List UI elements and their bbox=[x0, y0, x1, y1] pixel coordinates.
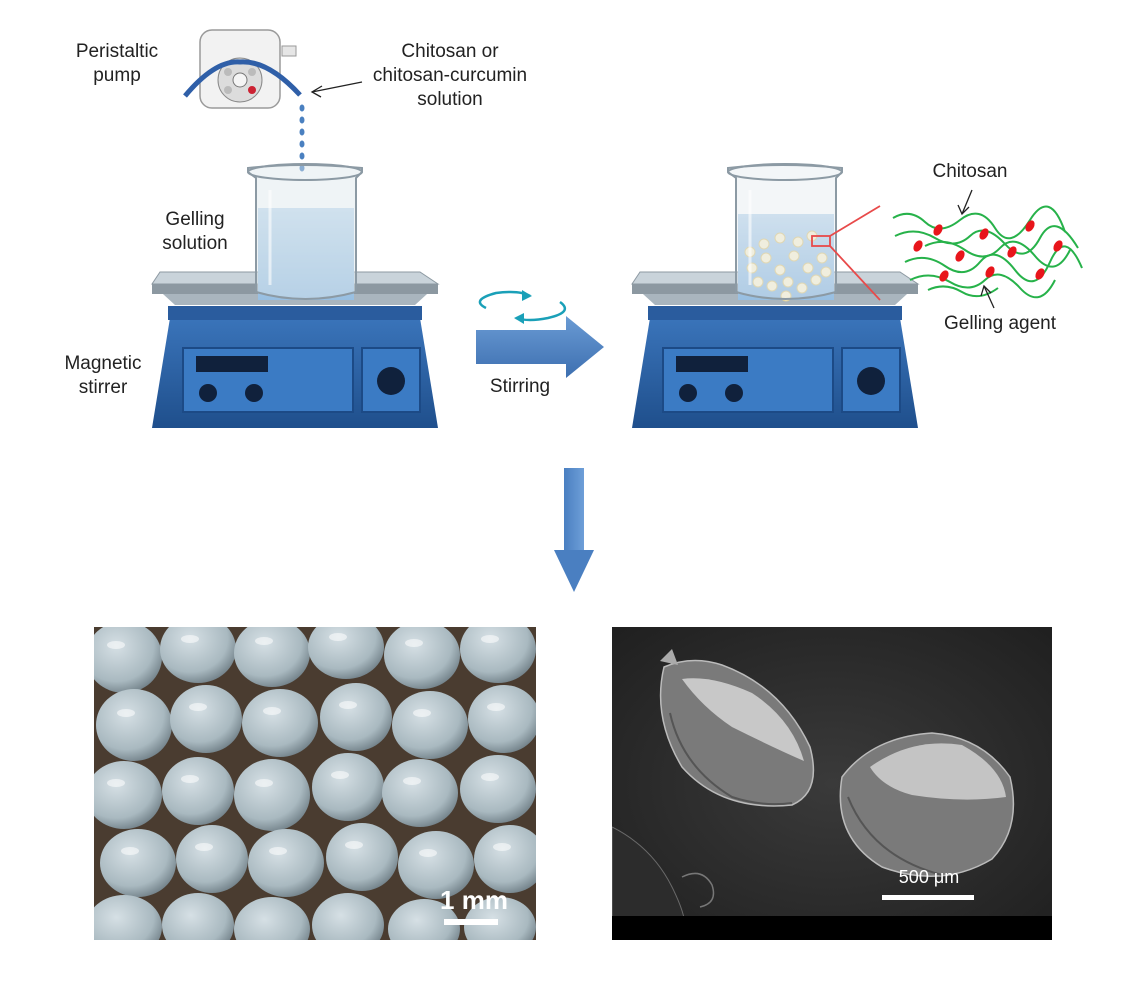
gelling-agent-label: Gelling agent bbox=[944, 313, 1056, 334]
label-line: Gelling bbox=[165, 209, 225, 230]
label-line: Peristaltic bbox=[75, 41, 159, 62]
optical-scale-label: 1 mm bbox=[440, 885, 508, 915]
optical-micrograph: 1 mm bbox=[94, 627, 536, 940]
sem-scale-label: 500 μm bbox=[898, 867, 960, 887]
magnetic-stirrer-label: Magnetic stirrer bbox=[48, 352, 158, 400]
label-line: solution bbox=[417, 89, 483, 110]
stirring-label: Stirring bbox=[489, 376, 551, 397]
stirring-arrow bbox=[476, 316, 604, 378]
solution-pointer-arrow bbox=[310, 81, 363, 98]
label-line: chitosan-curcumin bbox=[372, 65, 528, 86]
chitosan-label: Chitosan bbox=[932, 161, 1008, 182]
sem-info-bar bbox=[612, 916, 1052, 940]
rotation-icon bbox=[478, 290, 567, 324]
polymer-network bbox=[892, 189, 1083, 309]
right-beaker bbox=[727, 163, 843, 302]
zoom-callout bbox=[811, 205, 881, 301]
peristaltic-pump bbox=[183, 29, 302, 109]
peristaltic-pump-label: Peristaltic pump bbox=[62, 40, 172, 88]
gelling-solution-label: Gelling solution bbox=[140, 208, 250, 256]
sem-bead-left bbox=[659, 649, 815, 807]
suspended-beads bbox=[744, 230, 832, 302]
label-line: pump bbox=[93, 65, 141, 86]
sem-micrograph: 500 μm bbox=[612, 627, 1052, 940]
down-arrow bbox=[554, 468, 594, 592]
droplets bbox=[299, 104, 305, 172]
label-line: stirrer bbox=[78, 377, 128, 398]
sem-photo bbox=[612, 627, 1052, 940]
label-line: Chitosan or bbox=[401, 41, 499, 62]
label-line: solution bbox=[162, 233, 228, 254]
sem-bead-right bbox=[839, 732, 1015, 878]
solution-label: Chitosan or chitosan-curcumin solution bbox=[350, 40, 550, 112]
label-line: Magnetic bbox=[64, 353, 142, 374]
bead-photo bbox=[94, 627, 536, 940]
left-beaker bbox=[247, 163, 363, 300]
